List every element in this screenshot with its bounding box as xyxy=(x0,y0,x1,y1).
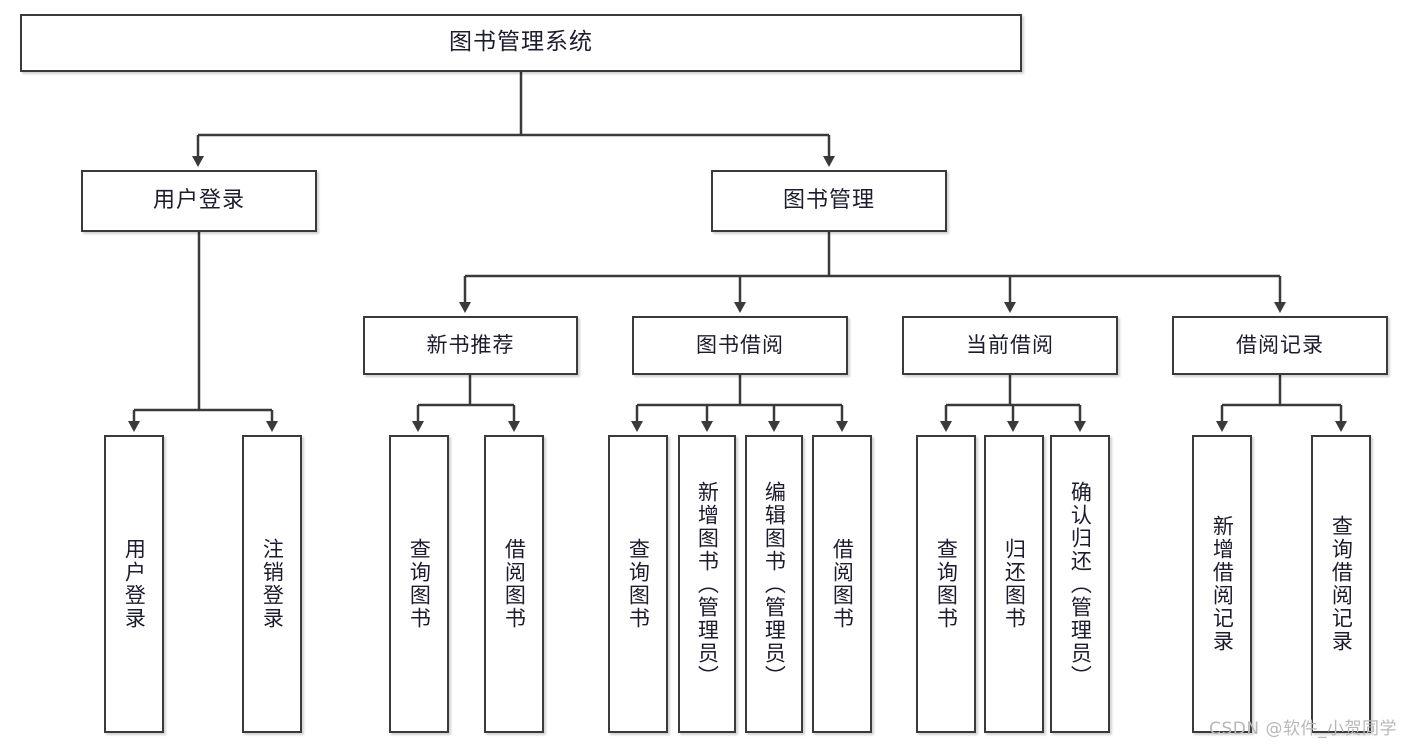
node-leaf-borrow-book-2[interactable]: 借阅图书 xyxy=(812,435,872,733)
node-label-leaf-add-book: 新增图书（管理员） xyxy=(695,480,720,688)
node-label-leaf-query-record: 查询借阅记录 xyxy=(1329,515,1354,653)
node-label-leaf-query-book-2: 查询图书 xyxy=(626,538,651,630)
node-root[interactable]: 图书管理系统 xyxy=(20,14,1022,72)
node-label-user-login: 用户登录 xyxy=(152,188,245,214)
node-label-borrow-record: 借阅记录 xyxy=(1236,333,1324,358)
node-label-new-book-rec: 新书推荐 xyxy=(426,333,515,358)
node-label-leaf-confirm-return: 确认归还（管理员） xyxy=(1068,480,1093,688)
node-user-login[interactable]: 用户登录 xyxy=(81,170,317,232)
node-label-leaf-edit-book: 编辑图书（管理员） xyxy=(762,480,787,688)
node-book-manage[interactable]: 图书管理 xyxy=(711,170,947,232)
node-label-leaf-borrow-book-2: 借阅图书 xyxy=(830,538,855,630)
node-leaf-edit-book[interactable]: 编辑图书（管理员） xyxy=(745,435,803,733)
node-leaf-user-logout[interactable]: 注销登录 xyxy=(242,435,302,733)
node-label-book-borrow: 图书借阅 xyxy=(696,333,784,358)
connector-group xyxy=(128,72,1347,432)
node-leaf-query-book-1[interactable]: 查询图书 xyxy=(389,435,449,733)
node-leaf-user-login[interactable]: 用户登录 xyxy=(104,435,164,733)
node-label-root: 图书管理系统 xyxy=(449,29,593,56)
node-current-borrow[interactable]: 当前借阅 xyxy=(902,316,1118,375)
node-borrow-record[interactable]: 借阅记录 xyxy=(1172,316,1388,375)
node-label-leaf-query-book-3: 查询图书 xyxy=(934,538,959,630)
node-label-current-borrow: 当前借阅 xyxy=(966,333,1054,358)
node-leaf-return-book[interactable]: 归还图书 xyxy=(984,435,1044,733)
node-leaf-borrow-book-1[interactable]: 借阅图书 xyxy=(484,435,544,733)
node-label-leaf-query-book-1: 查询图书 xyxy=(407,538,432,630)
node-new-book-rec[interactable]: 新书推荐 xyxy=(363,316,578,375)
node-label-leaf-user-logout: 注销登录 xyxy=(260,538,285,630)
node-label-leaf-add-record: 新增借阅记录 xyxy=(1210,515,1235,653)
node-leaf-add-book[interactable]: 新增图书（管理员） xyxy=(678,435,736,733)
node-leaf-query-book-2[interactable]: 查询图书 xyxy=(608,435,668,733)
node-label-book-manage: 图书管理 xyxy=(782,188,875,214)
node-label-leaf-borrow-book-1: 借阅图书 xyxy=(502,538,527,630)
node-leaf-query-book-3[interactable]: 查询图书 xyxy=(916,435,976,733)
node-label-leaf-return-book: 归还图书 xyxy=(1002,538,1027,630)
node-book-borrow[interactable]: 图书借阅 xyxy=(632,316,848,375)
node-leaf-add-record[interactable]: 新增借阅记录 xyxy=(1192,435,1252,733)
node-leaf-query-record[interactable]: 查询借阅记录 xyxy=(1311,435,1371,733)
watermark-text: CSDN @软件_小贺同学 xyxy=(1209,719,1397,739)
node-leaf-confirm-return[interactable]: 确认归还（管理员） xyxy=(1050,435,1110,733)
node-label-leaf-user-login: 用户登录 xyxy=(122,538,147,630)
